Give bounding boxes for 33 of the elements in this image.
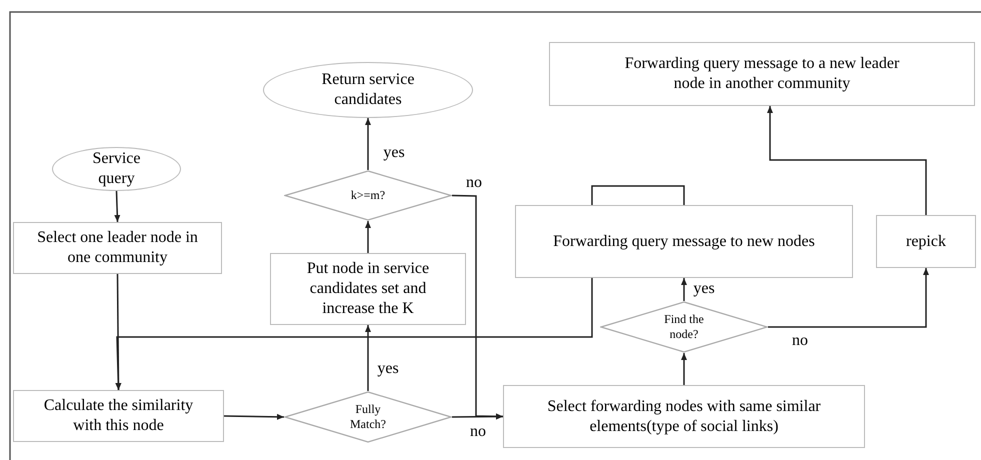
connector-arrow xyxy=(452,414,503,420)
process-box xyxy=(503,385,865,448)
node-label: Put node in service candidates set and increase the K xyxy=(306,259,430,319)
node-label: k>=m? xyxy=(350,188,386,203)
connector-arrow xyxy=(365,325,371,391)
connector-arrow xyxy=(365,221,371,253)
process-box xyxy=(876,215,976,268)
node-label: Select one leader node in one community xyxy=(36,228,199,268)
node-label: Forwarding query message to new nodes xyxy=(552,232,816,252)
node-label: Service query xyxy=(92,149,142,189)
node-label: Calculate the similarity with this node xyxy=(42,396,194,436)
node-label: Find the node? xyxy=(663,312,705,342)
process-box xyxy=(270,253,466,325)
connector-arrow xyxy=(365,118,371,170)
connector-arrow xyxy=(767,106,927,215)
decision-diamond xyxy=(600,301,768,353)
connector-arrow xyxy=(114,190,120,222)
connector-arrow xyxy=(224,414,284,420)
process-box xyxy=(13,390,224,442)
process-box xyxy=(13,222,222,274)
process-box xyxy=(549,42,975,106)
node-label: Fully Match? xyxy=(349,402,387,432)
connector-arrow xyxy=(768,268,929,328)
node-label: Return service candidates xyxy=(320,70,416,110)
decision-diamond xyxy=(284,391,452,443)
decision-diamond xyxy=(284,170,452,221)
connector-arrow xyxy=(115,278,593,390)
node-label: repick xyxy=(905,232,947,252)
connector-arrow xyxy=(681,278,687,301)
node-label: Select forwarding nodes with same similar elements(type of social links) xyxy=(546,396,822,436)
node-label: Forwarding query message to a new leader node in another community xyxy=(624,54,900,94)
connector-arrow xyxy=(681,353,687,385)
process-box xyxy=(515,205,853,278)
